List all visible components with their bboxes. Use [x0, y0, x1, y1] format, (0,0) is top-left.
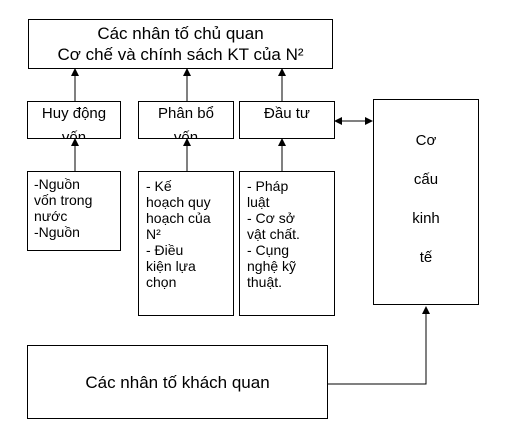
dau-tu-detail-line-1: - Pháp: [247, 178, 289, 194]
phan-bo-detail-line-6: kiện lựa: [146, 258, 196, 274]
objective-factors-label: Các nhân tố khách quan: [85, 373, 270, 392]
dau-tu-detail-line-2: luật: [247, 194, 270, 210]
phan-bo-von-box: Phân bổ vốn: [138, 101, 234, 139]
huy-dong-von-box: Huy động vốn: [27, 101, 121, 139]
dau-tu-detail-line-4: vật chất.: [247, 226, 300, 242]
dau-tu-detail-box: - Pháp luật - Cơ sở vật chất. - Cụng ngh…: [239, 171, 335, 316]
subjective-factors-title: Các nhân tố chủ quan: [97, 24, 264, 43]
dau-tu-box: Đầu tư: [239, 101, 335, 139]
economic-structure-line-3: kinh: [412, 210, 440, 227]
economic-structure-line-1: Cơ: [415, 132, 437, 149]
huy-dong-von-label: Huy động vốn: [41, 105, 107, 139]
phan-bo-detail-box: - Kế hoạch quy hoạch của N² - Điều kiện …: [138, 171, 234, 316]
arrow-khach-quan-to-co-cau: [328, 306, 430, 385]
phan-bo-detail-line-7: chọn: [146, 274, 177, 290]
huy-dong-detail-line-1: -Nguồn: [34, 176, 80, 192]
phan-bo-detail-line-1: - Kế: [146, 178, 172, 194]
huy-dong-detail-line-4: -Nguồn: [34, 224, 80, 240]
dau-tu-detail-line-7: thuật.: [247, 274, 283, 290]
economic-structure-line-4: tế: [419, 249, 433, 266]
phan-bo-detail-line-5: - Điều: [146, 242, 184, 258]
economic-structure-line-2: cấu: [413, 171, 439, 188]
objective-factors-box: Các nhân tố khách quan: [27, 345, 328, 419]
subjective-factors-box: Các nhân tố chủ quan Cơ chế và chính sác…: [28, 19, 333, 69]
phan-bo-detail-line-3: hoạch của: [146, 210, 211, 226]
phan-bo-von-label: Phân bổ vốn: [158, 105, 214, 139]
subjective-factors-subtitle: Cơ chế và chính sách KT của N²: [57, 45, 304, 64]
huy-dong-detail-line-2: vốn trong: [34, 192, 93, 208]
dau-tu-label: Đầu tư: [264, 105, 310, 122]
economic-structure-box: Cơ cấu kinh tế: [373, 99, 479, 305]
huy-dong-detail-line-3: nước: [34, 208, 68, 224]
huy-dong-detail-box: -Nguồn vốn trong nước -Nguồn: [27, 171, 121, 251]
dau-tu-detail-line-5: - Cụng: [247, 242, 290, 258]
dau-tu-detail-line-3: - Cơ sở: [247, 210, 295, 226]
dau-tu-detail-line-6: nghệ kỹ: [247, 258, 297, 274]
phan-bo-detail-line-2: hoạch quy: [146, 194, 211, 210]
phan-bo-detail-line-4: N²: [146, 226, 161, 242]
